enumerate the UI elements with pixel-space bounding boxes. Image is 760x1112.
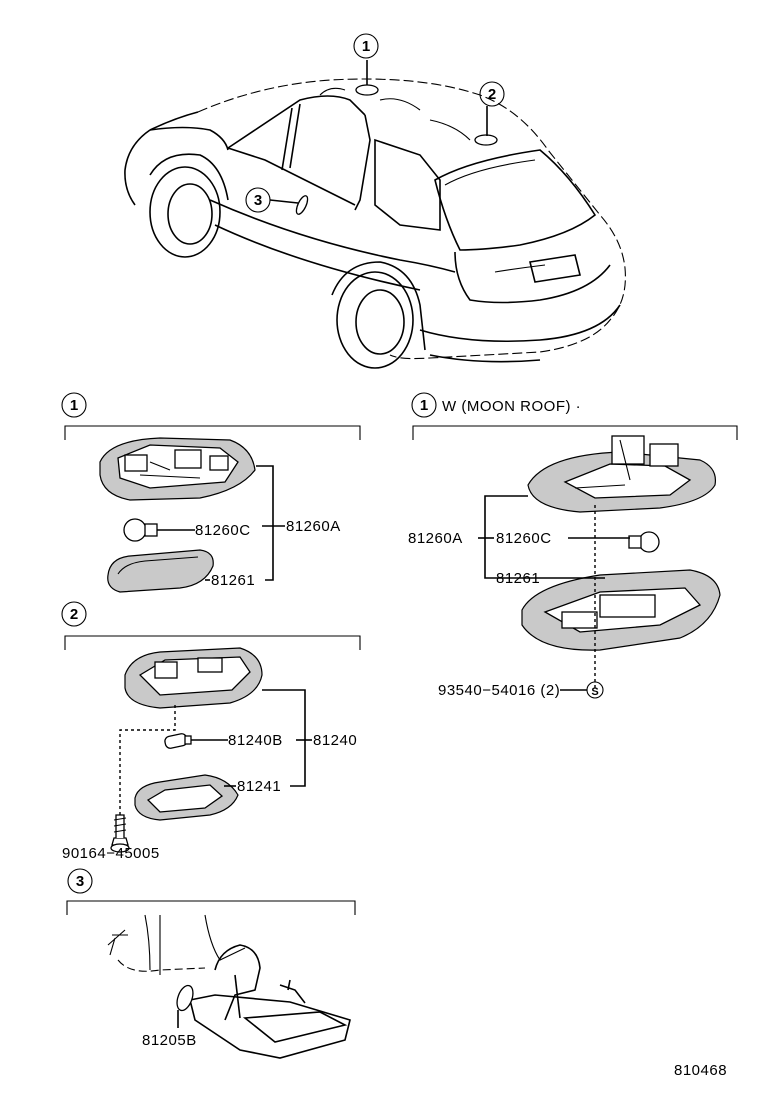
callout-1: 1 bbox=[353, 33, 379, 59]
bulb-81260C-2 bbox=[628, 531, 660, 553]
roof-lamp-marker-2 bbox=[474, 134, 498, 146]
label-90164: 90164−45005 bbox=[62, 845, 160, 862]
section-2-number: 2 bbox=[70, 606, 78, 623]
label-81260C-1: 81260C bbox=[195, 522, 251, 539]
label-81240B: 81240B bbox=[228, 732, 283, 749]
callout-2: 2 bbox=[479, 81, 505, 107]
label-81260C-2: 81260C bbox=[496, 530, 552, 547]
callout-3-label: 3 bbox=[254, 192, 262, 209]
lamp-81205B bbox=[176, 984, 194, 1012]
section-1-moonroof: 1 W (MOON ROOF) · bbox=[408, 392, 738, 699]
callout-3: 3 bbox=[245, 187, 271, 213]
label-93540: 93540−54016 (2) bbox=[438, 682, 560, 699]
section-1w-title: W (MOON ROOF) · bbox=[442, 398, 581, 415]
door-lamp-marker-3 bbox=[295, 195, 309, 215]
section-1w-number: 1 bbox=[420, 397, 428, 414]
label-81261-1: 81261 bbox=[211, 572, 255, 589]
dome-lamp-housing-1 bbox=[99, 437, 256, 501]
s-symbol: S bbox=[591, 686, 598, 698]
callout-1-label: 1 bbox=[362, 38, 370, 55]
screw-90164 bbox=[110, 814, 130, 853]
label-81261-2: 81261 bbox=[496, 570, 540, 587]
label-81260A-1: 81260A bbox=[286, 518, 341, 535]
section-3-number: 3 bbox=[76, 873, 84, 890]
section-1: 1 81260C 81260A 81261 bbox=[61, 392, 361, 593]
section-1-number: 1 bbox=[70, 397, 78, 414]
label-81241: 81241 bbox=[237, 778, 281, 795]
moonroof-lamp-housing bbox=[527, 435, 717, 513]
room-lamp-housing-2 bbox=[124, 647, 263, 709]
section-3: 3 81205B bbox=[66, 868, 356, 1059]
lens-81261-1 bbox=[107, 549, 214, 593]
bulb-81260C-1 bbox=[123, 518, 158, 542]
label-81260A-2: 81260A bbox=[408, 530, 463, 547]
label-81240: 81240 bbox=[313, 732, 357, 749]
drawing-number: 810468 bbox=[674, 1062, 727, 1079]
moonroof-lens bbox=[521, 569, 721, 651]
section-2: 2 81240B 81240 8 bbox=[61, 601, 361, 862]
console-illustration bbox=[107, 914, 351, 1059]
label-81205B: 81205B bbox=[142, 1032, 197, 1049]
bulb-81240B bbox=[164, 733, 192, 749]
callout-2-label: 2 bbox=[488, 86, 496, 103]
car-illustration bbox=[124, 60, 626, 369]
roof-lamp-marker-1 bbox=[355, 84, 379, 96]
